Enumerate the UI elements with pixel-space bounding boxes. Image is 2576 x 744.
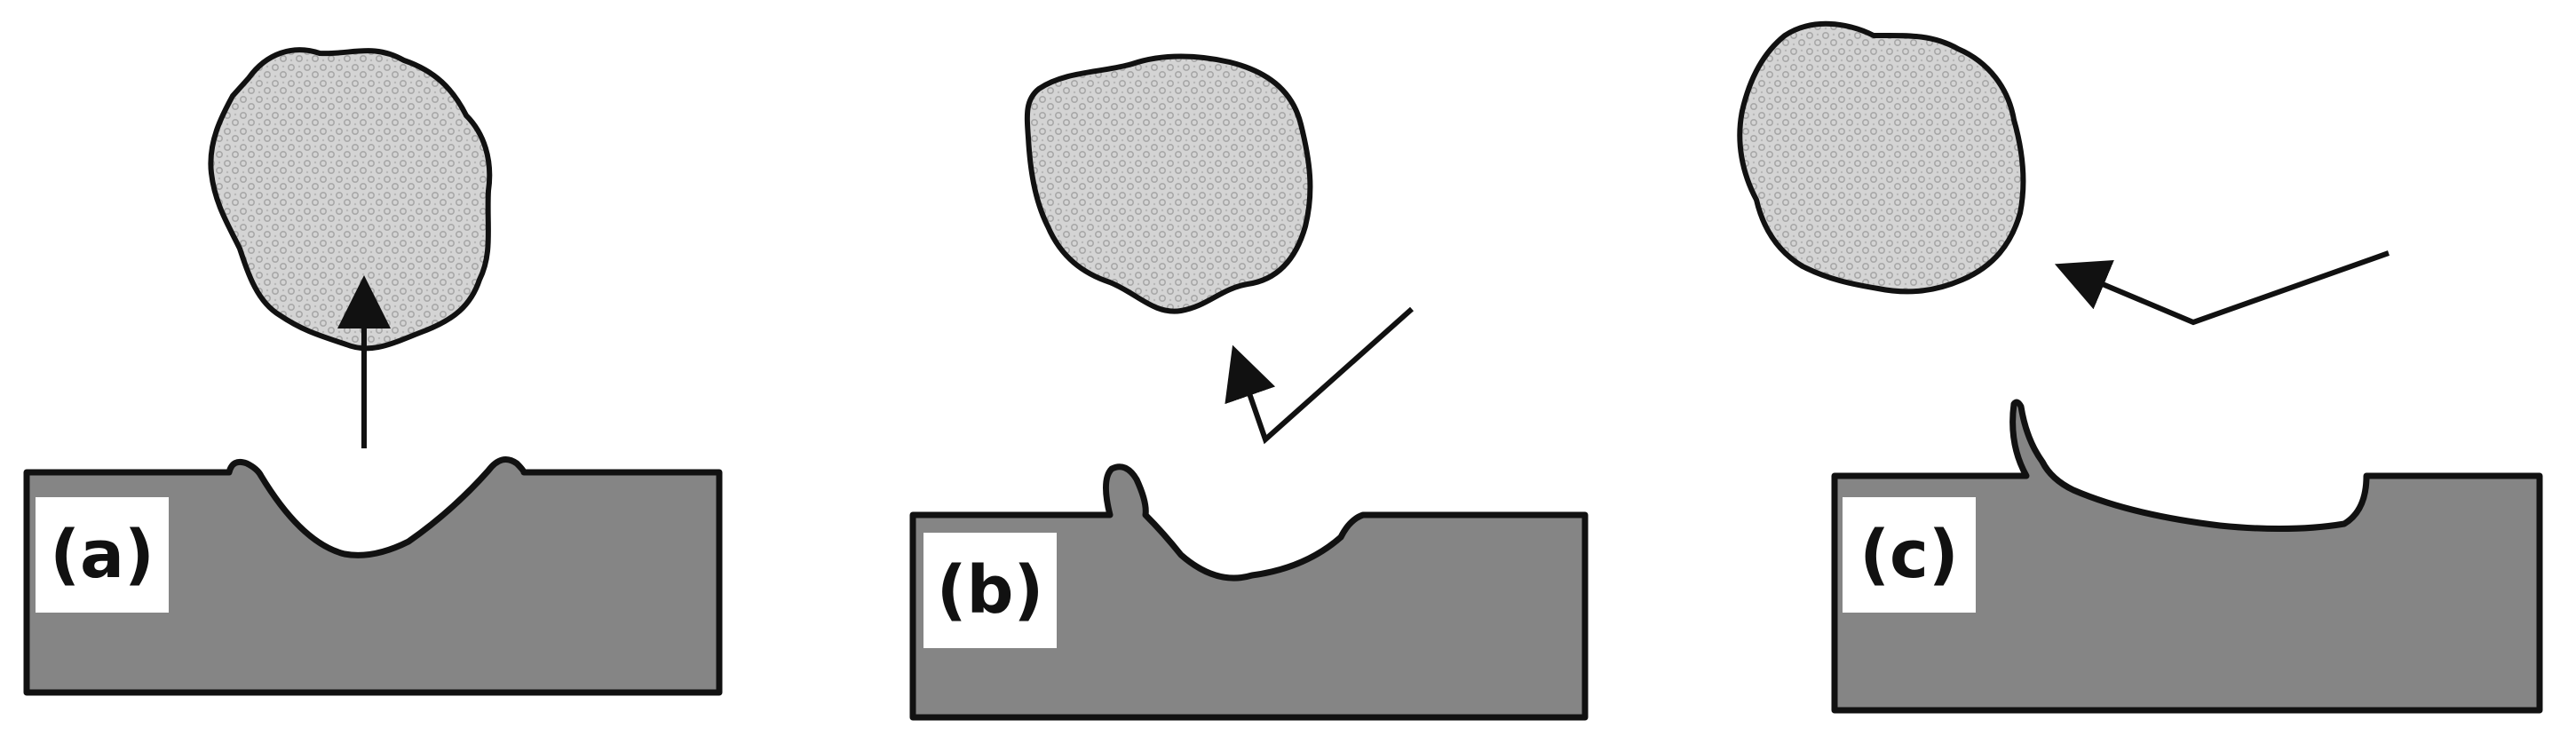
substrate-a <box>23 456 723 696</box>
substrate-c <box>1831 399 2543 714</box>
panel-b <box>909 53 1589 721</box>
panel-c <box>1737 20 2543 714</box>
impact-arrow-c <box>2054 250 2390 326</box>
particle-a <box>208 47 493 352</box>
particle-b <box>1024 53 1313 314</box>
substrate-b <box>909 463 1589 721</box>
particle-c <box>1737 20 2026 295</box>
panel-label-a: (a) <box>36 497 169 613</box>
panel-a <box>23 47 723 696</box>
panel-label-c: (c) <box>1843 497 1976 613</box>
panel-label-b: (b) <box>923 533 1057 648</box>
impact-arrow-b <box>1225 306 1414 445</box>
